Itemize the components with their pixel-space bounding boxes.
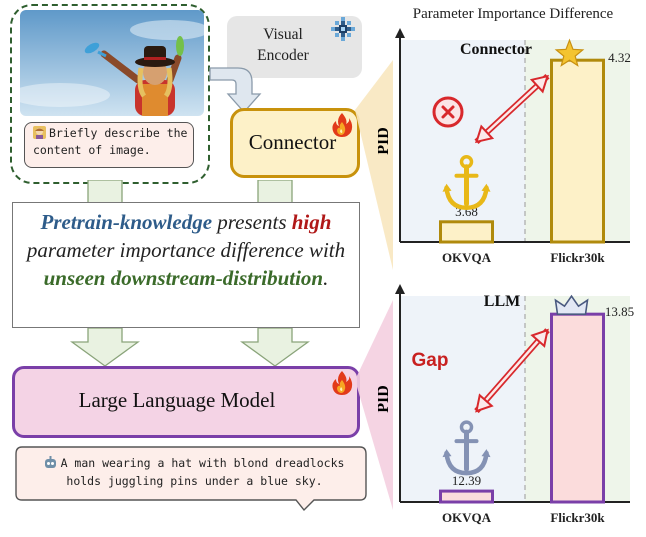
connector-label: Connector: [248, 130, 337, 154]
panel-title: LLM: [484, 293, 520, 310]
gap-arrowhead-top: [529, 74, 549, 94]
anchor-icon: [442, 155, 491, 211]
value-label-flickr30k: 13.85: [605, 304, 634, 319]
input-image: [20, 10, 204, 116]
star-icon: [554, 38, 585, 67]
visual-encoder-label: Visual Encoder: [257, 26, 309, 64]
llm-label: Large Language Model: [78, 388, 276, 412]
tick-label-okvqa: OKVQA: [442, 250, 492, 265]
y-axis-label: PID: [378, 385, 392, 413]
okvqa-region: [400, 296, 525, 502]
bar-okvqa: [439, 220, 494, 244]
gap-label: Gap: [412, 350, 449, 371]
robot-icon: [44, 456, 57, 469]
gap-arrowhead-top: [530, 328, 549, 348]
y-axis-label: PID: [378, 127, 392, 155]
prompt-bubble: Briefly describe the content of image.: [24, 122, 194, 168]
panel-title: Connector: [460, 41, 532, 58]
bar-flickr30k: [550, 58, 605, 244]
answer-text: A man wearing a hat with blond dreadlock…: [60, 456, 345, 488]
gap-arrowhead-bottom: [475, 124, 495, 144]
bar-flickr30k: [550, 312, 605, 504]
y-axis-arrowhead: [395, 284, 405, 294]
image-to-connector-arrow: [209, 67, 262, 113]
fire-icon: [330, 370, 354, 396]
error-icon-cross: [441, 105, 455, 119]
user-avatar-icon: [33, 126, 46, 139]
snowflake-icon: [330, 16, 356, 42]
value-label-okvqa: 12.39: [452, 473, 481, 488]
bar-okvqa: [439, 489, 494, 504]
anchor-icon: [442, 420, 491, 476]
gap-arrowhead-bottom: [475, 393, 494, 413]
tick-label-flickr30k: Flickr30k: [550, 250, 605, 265]
prompt-text: Briefly describe the content of image.: [33, 126, 188, 157]
tick-label-flickr30k: Flickr30k: [550, 510, 605, 525]
fire-icon: [330, 112, 354, 138]
value-label-flickr30k: 4.32: [608, 50, 631, 65]
zoom-wedges: [355, 60, 393, 510]
chart-title: Parameter Importance Difference: [412, 6, 614, 22]
claim-text: Pretrain-knowledge presents high paramet…: [26, 210, 346, 290]
claim-box: [12, 202, 360, 328]
tick-label-okvqa: OKVQA: [442, 510, 492, 525]
answer-bubble: [15, 446, 367, 512]
llm-module: [12, 366, 360, 438]
gap-arrow-core: [475, 329, 549, 412]
crown-icon: [554, 294, 589, 315]
y-axis-arrowhead: [395, 28, 405, 38]
gap-arrow-core: [475, 75, 549, 143]
